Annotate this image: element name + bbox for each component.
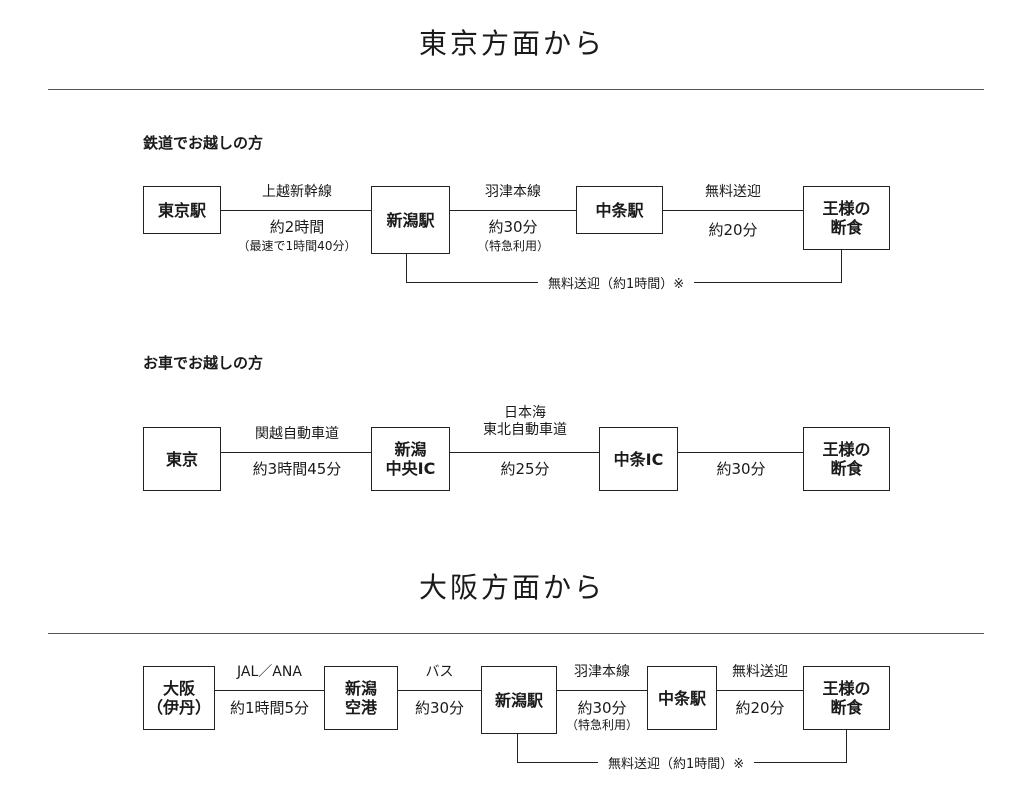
car-heading: お車でお越しの方 [143, 354, 264, 372]
car-leg-1-route: 関越自動車道 [255, 426, 339, 442]
rail-leg-3-time: 約20分 [708, 221, 758, 239]
osaka-station-niigata: 新潟駅 [481, 666, 557, 734]
rail-leg-2-time: 約30分 [488, 218, 538, 236]
rail-leg-3-route: 無料送迎 [705, 184, 761, 200]
station-niigata: 新潟駅 [371, 186, 450, 254]
rail-loop-right [841, 250, 842, 283]
osaka-loop-label: 無料送迎（約1時間）※ [598, 753, 755, 772]
niigata-chuo-ic: 新潟 中央IC [371, 427, 450, 491]
car-line-2 [449, 452, 601, 453]
nakajo-ic: 中条IC [599, 427, 678, 491]
rail-loop-label: 無料送迎（約1時間）※ [538, 273, 695, 292]
rail-leg-2-route: 羽津本線 [485, 184, 541, 200]
car-leg-1-time: 約3時間45分 [252, 460, 342, 478]
osaka-leg-3-note: （特急利用） [565, 718, 638, 732]
origin-osaka-itami: 大阪 （伊丹） [143, 666, 215, 730]
osaka-leg-2-route: バス [425, 664, 454, 680]
osaka-loop-left [517, 734, 518, 763]
osaka-loop-right [846, 730, 847, 763]
rail-leg-1-note: （最速で1時間40分） [237, 239, 357, 253]
car-line-1 [220, 452, 372, 453]
osaka-leg-3-route: 羽津本線 [574, 664, 630, 680]
car-leg-2-time: 約25分 [500, 460, 550, 478]
rail-line-3 [662, 210, 804, 211]
station-tokyo: 東京駅 [143, 186, 221, 234]
tokyo-section-title: 東京方面から [418, 27, 605, 60]
destination-osama-no-danjiki: 王様の 断食 [803, 186, 890, 250]
niigata-airport: 新潟 空港 [324, 666, 398, 730]
osaka-leg-1-time: 約1時間5分 [229, 699, 310, 717]
origin-tokyo: 東京 [143, 427, 221, 491]
osaka-station-nakajo: 中条駅 [647, 666, 717, 730]
rail-loop-left [406, 254, 407, 283]
osaka-leg-4-time: 約20分 [735, 699, 785, 717]
osaka-leg-1-route: JAL／ANA [237, 664, 302, 680]
osaka-section-title: 大阪方面から [418, 571, 605, 604]
rail-leg-1-time: 約2時間 [269, 218, 325, 236]
rail-leg-1-route: 上越新幹線 [262, 184, 332, 200]
osaka-leg-3-time: 約30分 [577, 699, 627, 717]
rail-heading: 鉄道でお越しの方 [143, 134, 264, 152]
tokyo-divider [48, 89, 984, 90]
destination-osama-no-danjiki-car: 王様の 断食 [803, 427, 890, 491]
osaka-line-1 [214, 690, 325, 691]
car-line-3 [677, 452, 804, 453]
car-leg-3-time: 約30分 [716, 460, 766, 478]
osaka-divider [48, 633, 984, 634]
car-leg-2-route: 日本海 東北自動車道 [483, 405, 567, 438]
rail-line-1 [220, 210, 372, 211]
osaka-line-3 [556, 690, 648, 691]
station-nakajo: 中条駅 [576, 186, 663, 234]
osaka-leg-2-time: 約30分 [414, 699, 465, 717]
osaka-line-4 [716, 690, 804, 691]
rail-line-2 [449, 210, 577, 211]
osaka-destination-osama-no-danjiki: 王様の 断食 [803, 666, 890, 730]
rail-leg-2-note: （特急利用） [476, 239, 549, 253]
osaka-line-2 [397, 690, 482, 691]
osaka-leg-4-route: 無料送迎 [732, 664, 788, 680]
